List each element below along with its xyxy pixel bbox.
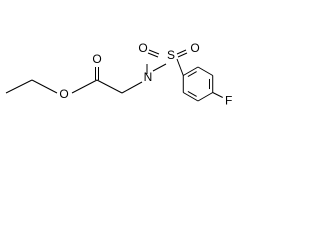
ring-double-1 [187, 71, 197, 78]
atom-sulfur: S [167, 48, 175, 62]
bond-ch2-n [121, 81, 143, 94]
atom-ester-oxygen: O [59, 87, 68, 101]
bond-s-aryl [176, 58, 184, 76]
bond-s-o-left-b [148, 49, 160, 55]
ring-bond-2 [197, 66, 213, 76]
bond-aryl-f [212, 92, 223, 98]
bond-ch2-o-ester [31, 79, 58, 94]
bond-carbonyl-carbon-ch2 [96, 79, 123, 94]
ring-bond-5 [183, 92, 199, 102]
bond-s-o-left-a [147, 52, 159, 58]
atom-sulfonyl-oxygen-left: O [138, 41, 147, 55]
ring-bond-4 [197, 92, 213, 102]
bond-n-s [152, 63, 167, 72]
atom-nitrogen: N [144, 70, 153, 84]
bond-o-ester-carbonyl-carbon [71, 79, 98, 94]
bond-ch3-ch2 [5, 79, 33, 94]
bond-s-o-right-a [176, 49, 187, 55]
structure-diagram: O O N S O O F [5, 41, 232, 108]
bond-s-o-right-b [177, 52, 188, 58]
ring-double-3 [187, 90, 197, 97]
atom-sulfonyl-oxygen-right: O [190, 41, 199, 55]
ring-bond-1 [183, 66, 199, 76]
atom-fluorine: F [225, 94, 232, 108]
atom-carbonyl-oxygen: O [92, 52, 101, 66]
